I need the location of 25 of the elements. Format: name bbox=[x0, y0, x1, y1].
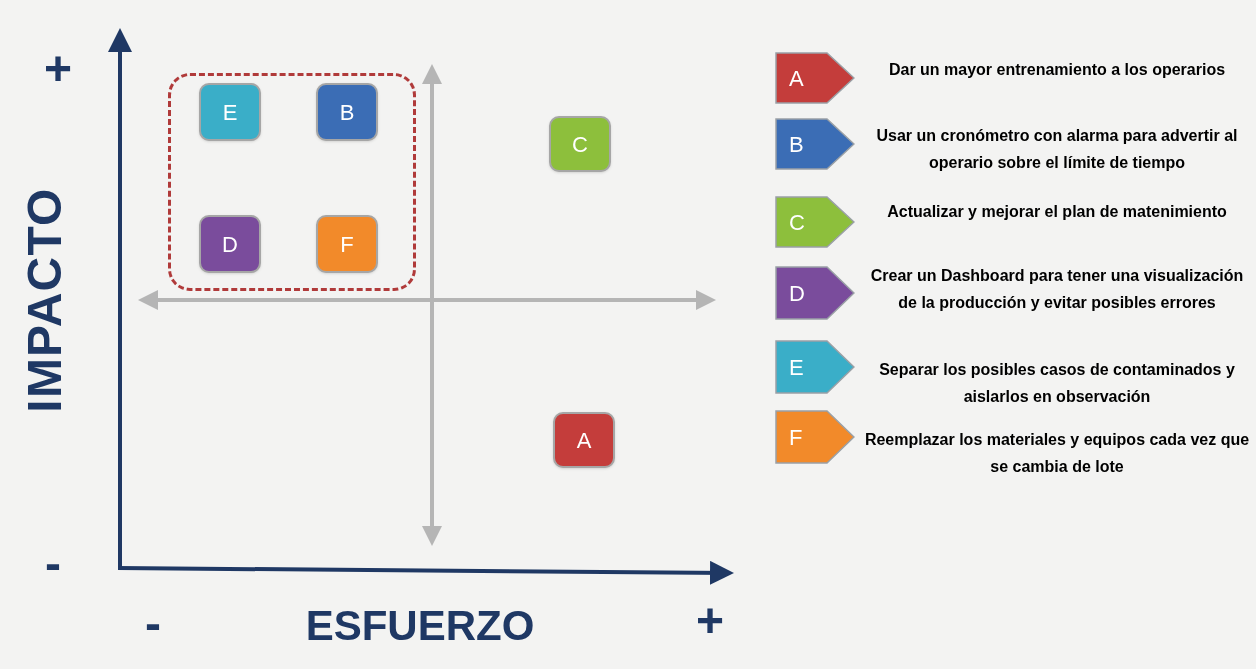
axis-title: ESFUERZO bbox=[304, 605, 536, 647]
letter-square: C bbox=[549, 116, 611, 172]
letter-tag: E bbox=[775, 340, 855, 394]
letter-square: A bbox=[553, 412, 615, 468]
letter-tag: D bbox=[775, 266, 855, 320]
letter-square: E bbox=[199, 83, 261, 141]
letter-tag: B bbox=[775, 118, 855, 170]
dashed-group-outline bbox=[168, 73, 416, 291]
axis-title: IMPACTO bbox=[21, 187, 69, 413]
letter-tag: A bbox=[775, 52, 855, 104]
action-description: Separar los posibles casos de contaminados y aislarlos en observación bbox=[878, 360, 1236, 407]
action-description: Reemplazar los materiales y equipos cada vez que se cambia de lote bbox=[863, 430, 1251, 477]
letter-square: F bbox=[316, 215, 378, 273]
axis-sign: - bbox=[44, 540, 62, 588]
axis-sign: + bbox=[695, 597, 725, 645]
letter-square: D bbox=[199, 215, 261, 273]
axis-sign: - bbox=[144, 600, 162, 648]
action-description: Usar un cronómetro con alarma para advertir al operario sobre el límite de tiempo bbox=[875, 126, 1239, 173]
letter-tag: F bbox=[775, 410, 855, 464]
letter-square: B bbox=[316, 83, 378, 141]
action-description: Actualizar y mejorar el plan de matenimiento bbox=[886, 202, 1228, 222]
letter-tag: C bbox=[775, 196, 855, 248]
action-description: Crear un Dashboard para tener una visualización de la producción y evitar posibles errores bbox=[869, 266, 1245, 313]
axis-sign: + bbox=[43, 45, 73, 93]
action-description: Dar un mayor entrenamiento a los operarios bbox=[887, 60, 1227, 80]
